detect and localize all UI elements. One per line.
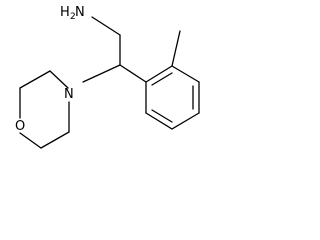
- bond-ar-double-a: [151, 72, 173, 86]
- amine-label-n: N: [75, 5, 85, 20]
- molecule-canvas: H 2 N N O: [0, 0, 219, 152]
- bond-morph-c1-c2: [19, 70, 51, 89]
- bond-ar-double-c: [151, 109, 173, 123]
- bond-ar-2-3: [171, 65, 200, 83]
- morpholine-o-label: O: [15, 119, 25, 134]
- bond-ar-1-2: [145, 65, 173, 83]
- amine-label-subscript: 2: [70, 12, 76, 22]
- morpholine-n-label: N: [64, 87, 74, 102]
- bond-n-ch2: [91, 16, 121, 36]
- molecule-structure: H 2 N N O: [15, 5, 200, 149]
- bond-ch-aryl: [119, 64, 147, 83]
- bond-morph-c3-c4: [40, 131, 70, 149]
- bond-ar-5-6: [145, 112, 173, 130]
- bond-morph-o-c3: [19, 132, 42, 149]
- bond-ar-4-5: [171, 112, 200, 130]
- amine-label-h: H: [60, 5, 70, 20]
- bond-methyl: [171, 30, 181, 67]
- bond-ch-morpholine-n: [82, 64, 121, 83]
- bond-morph-n-c1: [49, 70, 69, 89]
